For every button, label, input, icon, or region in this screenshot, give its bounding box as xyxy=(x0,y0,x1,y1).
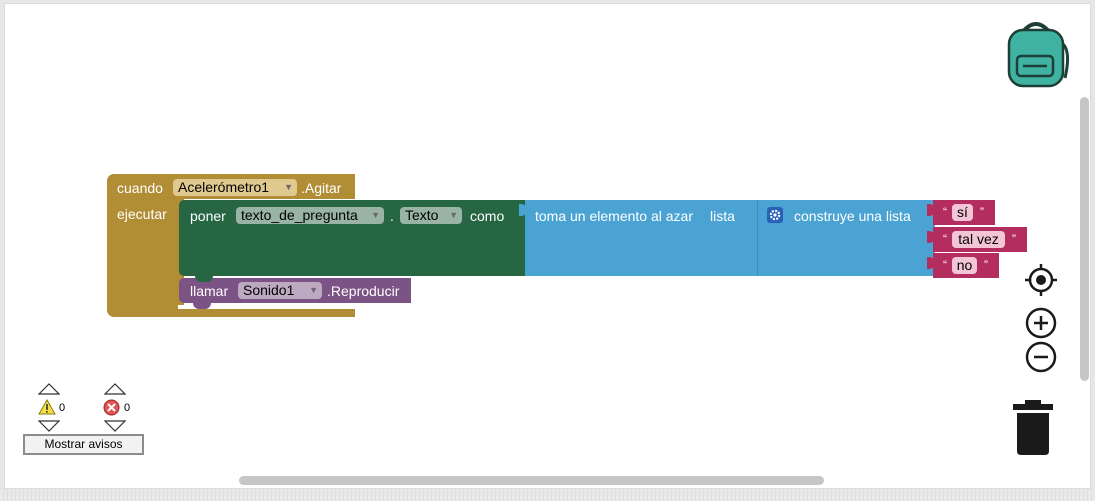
warning-next-arrow[interactable] xyxy=(37,419,61,432)
call-block-tab xyxy=(193,303,211,309)
random-item-connector xyxy=(519,204,527,216)
backpack-icon[interactable] xyxy=(1001,16,1071,88)
property-dropdown[interactable]: Texto ▼ xyxy=(400,207,462,224)
property-dropdown-label: Texto xyxy=(405,207,439,223)
error-count: 0 xyxy=(124,402,131,414)
chevron-down-icon: ▼ xyxy=(371,210,380,220)
vertical-scrollbar[interactable] xyxy=(1080,97,1089,381)
chevron-down-icon: ▼ xyxy=(284,182,293,192)
text-block-si[interactable]: “ sí ” xyxy=(927,200,995,225)
show-warnings-button[interactable]: Mostrar avisos xyxy=(23,434,144,455)
text-value-tal-vez[interactable]: tal vez xyxy=(952,231,1005,248)
component-dropdown[interactable]: texto_de_pregunta ▼ xyxy=(236,207,384,224)
warning-count: 0 xyxy=(59,402,66,414)
when-label: cuando xyxy=(117,180,163,196)
horizontal-scrollbar[interactable] xyxy=(239,476,824,485)
text-block-tal-vez[interactable]: “ tal vez ” xyxy=(927,227,1027,252)
random-item-block[interactable]: toma un elemento al azar lista xyxy=(519,200,757,276)
zoom-out-icon[interactable] xyxy=(1025,341,1057,373)
chevron-down-icon: ▼ xyxy=(449,210,458,220)
bottom-strip xyxy=(0,490,1095,501)
accelerometer-dropdown-label: Acelerómetro1 xyxy=(178,179,270,195)
zoom-in-icon[interactable] xyxy=(1025,307,1057,339)
text-connector xyxy=(927,257,935,269)
set-label: poner xyxy=(190,208,226,224)
quote-close: ” xyxy=(1012,232,1016,246)
set-property-block[interactable]: poner texto_de_pregunta ▼ . Texto ▼ como xyxy=(179,200,525,276)
dot-label: . xyxy=(390,208,394,224)
sound-dropdown[interactable]: Sonido1 ▼ xyxy=(238,282,322,299)
set-block-tab xyxy=(195,276,213,282)
quote-open: “ xyxy=(943,205,947,219)
make-list-block[interactable]: construye una lista xyxy=(757,200,935,276)
quote-close: ” xyxy=(980,205,984,219)
method-name: .Reproducir xyxy=(327,283,400,299)
quote-open: “ xyxy=(943,258,947,272)
error-icon xyxy=(103,399,120,416)
random-item-label: toma un elemento al azar xyxy=(535,208,693,224)
center-icon[interactable] xyxy=(1025,264,1057,296)
trash-icon[interactable] xyxy=(1011,398,1055,456)
event-name: .Agitar xyxy=(301,180,342,196)
accelerometer-dropdown[interactable]: Acelerómetro1 ▼ xyxy=(173,179,297,196)
sound-dropdown-label: Sonido1 xyxy=(243,282,295,298)
text-value-si[interactable]: sí xyxy=(952,204,973,221)
warning-icon xyxy=(38,398,56,415)
text-value-no[interactable]: no xyxy=(952,257,977,274)
component-dropdown-label: texto_de_pregunta xyxy=(241,207,358,223)
quote-close: ” xyxy=(984,258,988,272)
make-list-label: construye una lista xyxy=(794,208,911,224)
call-label: llamar xyxy=(190,283,229,299)
gear-icon[interactable] xyxy=(767,207,783,223)
quote-open: “ xyxy=(943,232,947,246)
list-label: lista xyxy=(710,208,735,224)
text-connector xyxy=(927,231,935,243)
to-label: como xyxy=(470,208,505,224)
call-procedure-block[interactable]: llamar Sonido1 ▼ .Reproducir xyxy=(179,278,411,309)
chevron-down-icon: ▼ xyxy=(309,285,318,295)
do-label: ejecutar xyxy=(117,206,167,222)
text-block-no[interactable]: “ no ” xyxy=(927,253,999,278)
error-prev-arrow[interactable] xyxy=(103,382,127,395)
text-connector xyxy=(927,204,935,216)
error-next-arrow[interactable] xyxy=(103,419,127,432)
warning-prev-arrow[interactable] xyxy=(37,382,61,395)
blocks-workspace[interactable]: cuando Acelerómetro1 ▼ .Agitar ejecutar … xyxy=(4,3,1091,489)
